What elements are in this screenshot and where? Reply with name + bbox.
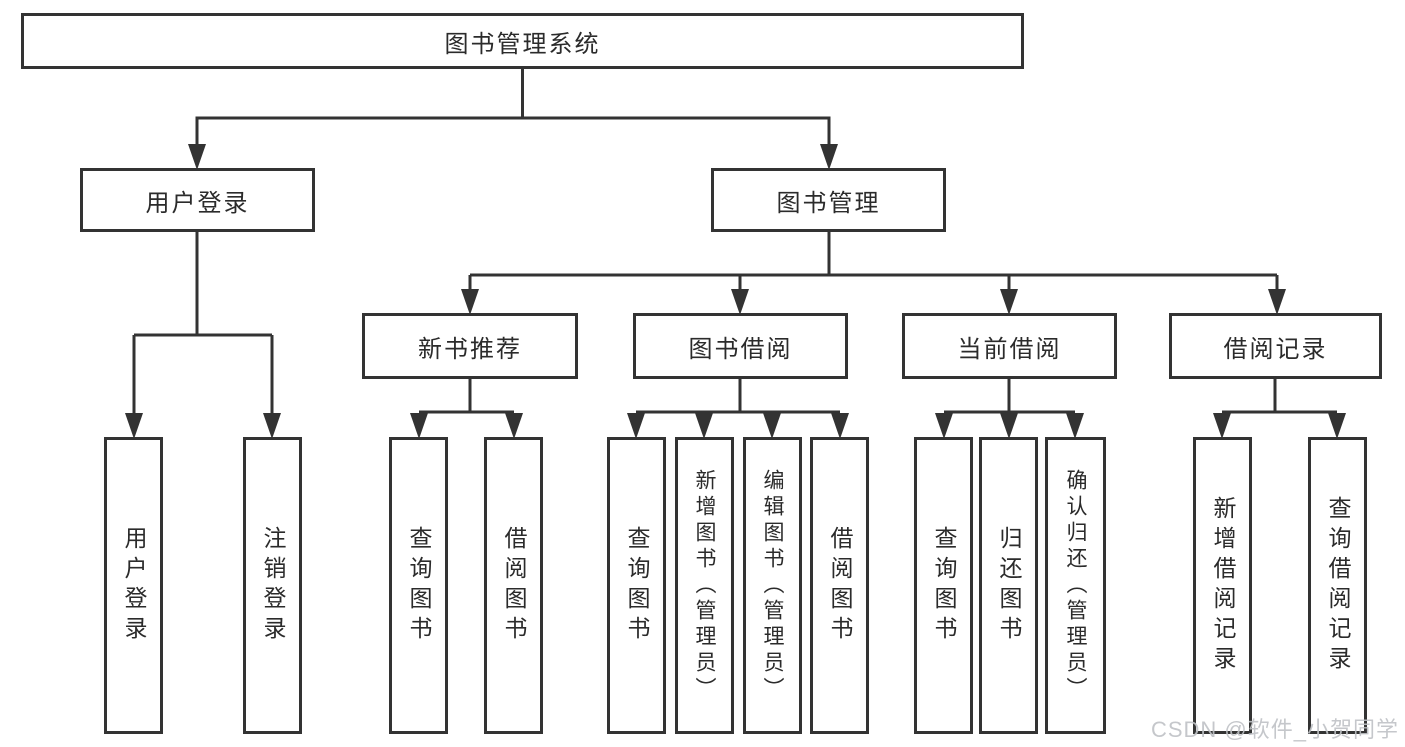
arrowhead-icon xyxy=(1328,413,1346,439)
arrowhead-icon xyxy=(505,413,523,439)
leaf-logout: 注销登录 xyxy=(243,437,302,734)
leaf-user-login: 用户登录 xyxy=(104,437,163,734)
arrowhead-icon xyxy=(731,289,749,315)
connector-current-children xyxy=(944,379,1075,414)
leaf-query-borrow-record: 查询借阅记录 xyxy=(1308,437,1367,734)
node-label: 图书管理系统 xyxy=(444,30,601,58)
leaf-query-books-recommend: 查询图书 xyxy=(389,437,448,734)
arrowhead-icon xyxy=(1066,413,1084,439)
arrowhead-icon xyxy=(1268,289,1286,315)
node-label: 当前借阅 xyxy=(957,335,1062,363)
leaf-label: 借阅图书 xyxy=(827,525,853,646)
leaf-label: 查询图书 xyxy=(406,525,432,646)
leaf-return-book: 归还图书 xyxy=(979,437,1038,734)
leaf-label: 注销登录 xyxy=(260,525,286,646)
node-book-management: 图书管理 xyxy=(711,168,946,232)
csdn-watermark: CSDN @软件_小贺同学 xyxy=(1150,717,1399,742)
connector-borrow-children xyxy=(636,379,840,414)
leaf-add-borrow-record: 新增借阅记录 xyxy=(1193,437,1252,734)
connector-records-children xyxy=(1222,379,1337,414)
arrowhead-icon xyxy=(831,413,849,439)
arrowhead-icon xyxy=(263,413,281,439)
arrowhead-icon xyxy=(1000,413,1018,439)
node-current-borrowing: 当前借阅 xyxy=(902,313,1117,379)
leaf-add-book-admin: 新增图书（管理员） xyxy=(675,437,734,734)
leaf-label: 查询图书 xyxy=(931,525,957,646)
leaf-borrow-books-recommend: 借阅图书 xyxy=(484,437,543,734)
arrowhead-icon xyxy=(627,413,645,439)
leaf-label: 借阅图书 xyxy=(501,525,527,646)
leaf-label: 查询借阅记录 xyxy=(1325,495,1351,676)
arrowhead-icon xyxy=(763,413,781,439)
arrowhead-icon xyxy=(820,144,838,170)
leaf-query-books-borrow: 查询图书 xyxy=(607,437,666,734)
leaf-label: 查询图书 xyxy=(624,525,650,646)
arrowhead-icon xyxy=(1000,289,1018,315)
leaf-label: 归还图书 xyxy=(996,525,1022,646)
connector-user-login-children xyxy=(132,232,274,416)
node-label: 新书推荐 xyxy=(418,335,522,363)
leaf-label: 用户登录 xyxy=(121,525,147,646)
leaf-confirm-return-admin: 确认归还（管理员） xyxy=(1045,437,1106,734)
node-new-book-recommendation: 新书推荐 xyxy=(362,313,578,379)
leaf-label: 新增图书（管理员） xyxy=(693,468,716,703)
node-library-management-system: 图书管理系统 xyxy=(21,13,1024,69)
leaf-borrow-books: 借阅图书 xyxy=(810,437,869,734)
node-label: 图书管理 xyxy=(776,189,881,217)
node-label: 借阅记录 xyxy=(1223,335,1328,363)
leaf-query-books-current: 查询图书 xyxy=(914,437,973,734)
node-user-login: 用户登录 xyxy=(80,168,315,232)
leaf-label: 确认归还（管理员） xyxy=(1064,468,1087,703)
arrowhead-icon xyxy=(461,289,479,315)
leaf-label: 新增借阅记录 xyxy=(1210,495,1236,676)
node-label: 图书借阅 xyxy=(688,335,793,363)
arrowhead-icon xyxy=(188,144,206,170)
connector-root-to-l2 xyxy=(195,69,831,148)
node-label: 用户登录 xyxy=(145,189,250,217)
leaf-edit-book-admin: 编辑图书（管理员） xyxy=(743,437,802,734)
node-borrowing-records: 借阅记录 xyxy=(1169,313,1382,379)
connector-book-management-to-l3 xyxy=(468,232,1279,292)
leaf-label: 编辑图书（管理员） xyxy=(761,468,784,703)
arrowhead-icon xyxy=(410,413,428,439)
arrowhead-icon xyxy=(935,413,953,439)
arrowhead-icon xyxy=(695,413,713,439)
arrowhead-icon xyxy=(125,413,143,439)
node-book-borrowing: 图书借阅 xyxy=(633,313,848,379)
connector-recommend-children xyxy=(419,379,514,414)
arrowhead-icon xyxy=(1213,413,1231,439)
